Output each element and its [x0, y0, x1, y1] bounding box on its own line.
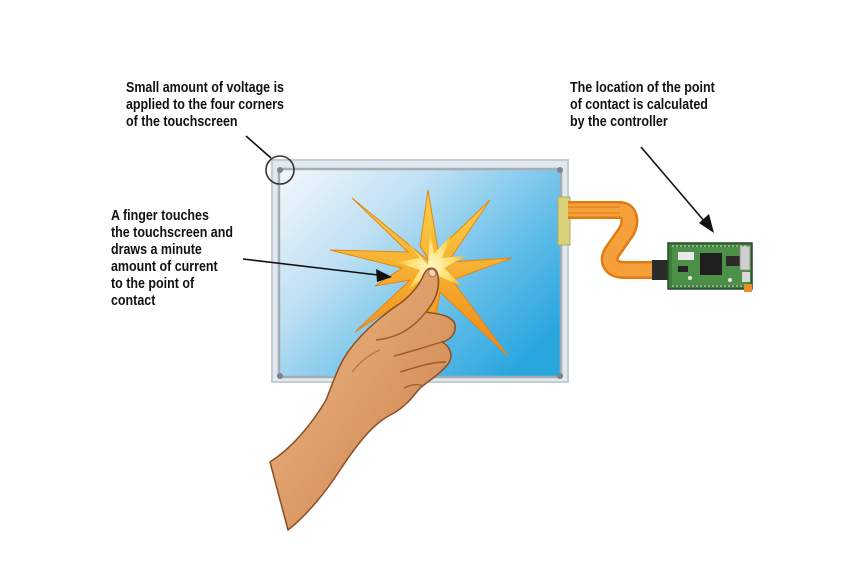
label-line: The location of the point	[570, 80, 715, 96]
circle-marker-icon	[265, 155, 295, 185]
corner-dot-icon	[557, 167, 563, 173]
label-line: draws a minute	[111, 242, 202, 258]
ribbon-cable	[568, 201, 668, 280]
label-voltage-corners: Small amount of voltage is applied to th…	[126, 80, 284, 131]
corner-dot-icon	[557, 373, 563, 379]
label-line: contact	[111, 293, 156, 309]
label-line: A finger touches	[111, 208, 209, 224]
circuit-board-icon	[667, 242, 753, 292]
arrow-voltage	[245, 135, 272, 159]
pointing-hand-icon	[269, 267, 456, 531]
label-line: of the touchscreen	[126, 114, 238, 130]
label-line: of contact is calculated	[570, 97, 708, 113]
label-line: to the point of	[111, 276, 195, 292]
label-line: Small amount of voltage is	[126, 80, 284, 96]
label-controller-calculation: The location of the point of contact is …	[570, 80, 715, 131]
label-line: applied to the four corners	[126, 97, 284, 113]
label-line: the touchscreen and	[111, 225, 233, 241]
arrow-finger	[242, 258, 392, 282]
corner-dot-icon	[277, 373, 283, 379]
arrow-controller	[640, 146, 714, 233]
label-line: by the controller	[570, 114, 668, 130]
label-line: amount of current	[111, 259, 218, 275]
corner-dot-icon	[277, 167, 283, 173]
label-finger-touch: A finger touches the touchscreen and dra…	[111, 208, 233, 310]
